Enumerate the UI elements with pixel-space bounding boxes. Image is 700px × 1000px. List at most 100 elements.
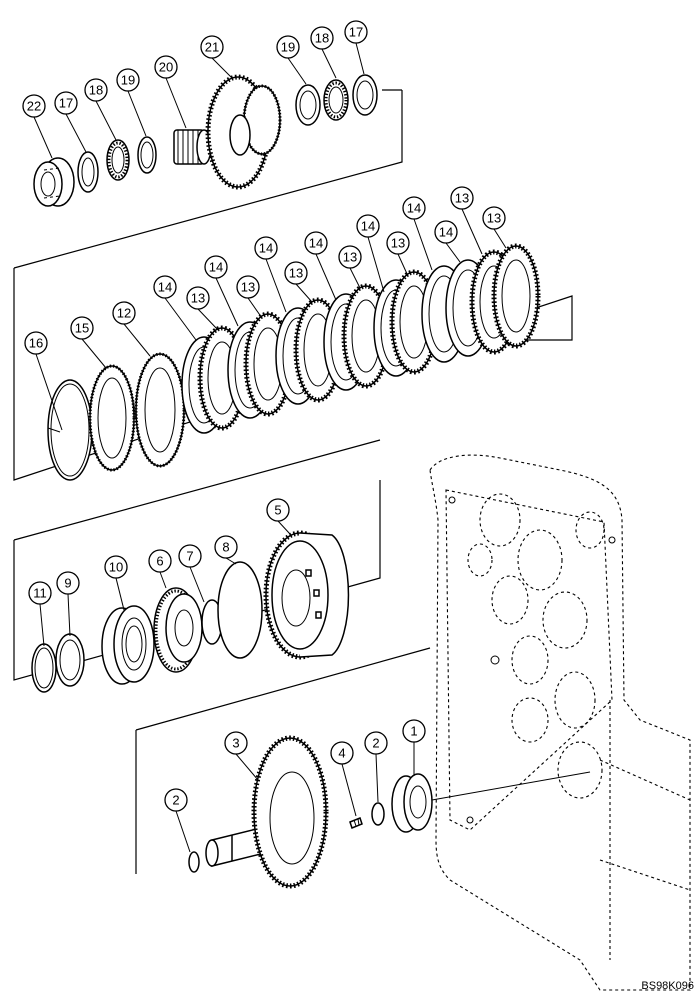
callout-leader-line: [397, 253, 409, 277]
callout-8: 8: [214, 535, 238, 565]
callout-circle: [330, 741, 354, 765]
callout-circle: [154, 55, 178, 79]
callout-10: 10: [104, 555, 128, 611]
callout-number: 9: [64, 576, 71, 591]
callout-leader-line: [287, 57, 307, 85]
callout-circle: [402, 196, 426, 220]
callout-7: 7: [178, 544, 205, 603]
callout-9: 9: [56, 571, 80, 637]
callout-leader-line: [159, 571, 167, 589]
callout-circle: [112, 301, 136, 325]
callout-number: 14: [209, 260, 223, 275]
callout-13: 13: [482, 206, 507, 249]
callout-number: 6: [156, 554, 163, 569]
callout-circle: [22, 94, 46, 118]
callout-number: 14: [439, 225, 453, 240]
callout-circle: [310, 26, 334, 50]
bearing-1: [391, 773, 433, 833]
callout-number: 13: [241, 280, 255, 295]
callout-circle: [153, 275, 177, 299]
callout-number: 14: [407, 201, 421, 216]
transmission-housing: [429, 454, 691, 991]
callout-circle: [434, 220, 458, 244]
plate-15: [88, 364, 136, 472]
callout-4: 4: [330, 741, 357, 817]
callout-number: 8: [222, 540, 229, 555]
callout-circle: [24, 331, 48, 355]
callout-14: 14: [153, 275, 197, 341]
callout-number: 10: [109, 560, 123, 575]
callout-number: 13: [487, 211, 501, 226]
callout-13: 13: [186, 286, 219, 331]
callout-leader-line: [265, 258, 287, 313]
callout-number: 7: [186, 549, 193, 564]
callout-circle: [254, 236, 278, 260]
callout-18: 18: [84, 78, 117, 141]
callout-17: 17: [54, 91, 87, 153]
callout-circle: [200, 35, 224, 59]
callout-17: 17: [344, 20, 368, 75]
callout-number: 4: [338, 746, 345, 761]
callout-number: 13: [191, 291, 205, 306]
callout-14: 14: [356, 214, 385, 293]
callout-number: 22: [27, 99, 41, 114]
bearing-6: [153, 587, 203, 673]
ring-18-left: [106, 139, 130, 181]
callout-number: 13: [391, 236, 405, 251]
callout-14: 14: [304, 231, 337, 301]
callout-number: 19: [281, 40, 295, 55]
callout-number: 14: [158, 280, 172, 295]
callout-circle: [204, 255, 228, 279]
callout-number: 21: [205, 40, 219, 55]
callout-leader-line: [413, 218, 433, 271]
callout-19: 19: [276, 35, 307, 85]
callout-number: 17: [349, 25, 363, 40]
callout-number: 1: [410, 724, 417, 739]
callout-number: 18: [89, 83, 103, 98]
callout-13: 13: [386, 231, 410, 277]
gear-21: [205, 74, 282, 190]
callout-circle: [344, 20, 368, 44]
callout-leader-line: [375, 753, 379, 803]
callout-13: 13: [236, 275, 263, 319]
clutch-drum-5: [263, 530, 350, 660]
callout-leader-line: [65, 113, 87, 153]
group-frame-shaft: [135, 647, 431, 874]
clutch-disc-13-g: [491, 243, 541, 349]
callout-leader-line: [189, 566, 205, 603]
pin-4: [349, 817, 363, 829]
callout-leader-line: [315, 253, 337, 301]
callout-number: 2: [172, 793, 179, 808]
callout-13: 13: [450, 186, 483, 255]
callout-leader-line: [349, 267, 361, 289]
callout-leader-line: [225, 557, 237, 565]
callout-21: 21: [200, 35, 233, 79]
callout-2: 2: [164, 788, 191, 853]
callout-leader-line: [247, 297, 263, 319]
callout-14: 14: [402, 196, 433, 271]
callout-number: 19: [121, 73, 135, 88]
shaft-gear-3: [205, 735, 329, 889]
callout-leader-line: [33, 116, 53, 159]
callout-13: 13: [284, 261, 313, 303]
callout-11: 11: [28, 581, 52, 647]
callout-circle: [284, 261, 308, 285]
callout-number: 15: [75, 321, 89, 336]
callout-leader-line: [211, 57, 233, 79]
callout-leader-line: [321, 48, 337, 79]
callout-number: 13: [343, 250, 357, 265]
callout-number: 11: [33, 586, 47, 601]
callout-leader-line: [445, 242, 461, 263]
callout-number: 14: [259, 241, 273, 256]
callout-circle: [386, 231, 410, 255]
callout-19: 19: [116, 68, 147, 137]
callout-leader-line: [277, 520, 291, 535]
drawing-reference-code: BS98K096: [641, 980, 694, 992]
callout-circle: [450, 186, 474, 210]
ring-17-left: [77, 151, 99, 193]
callout-circle: [148, 549, 172, 573]
needle-bearing-20: [173, 129, 212, 165]
ring-19-right: [295, 84, 321, 126]
